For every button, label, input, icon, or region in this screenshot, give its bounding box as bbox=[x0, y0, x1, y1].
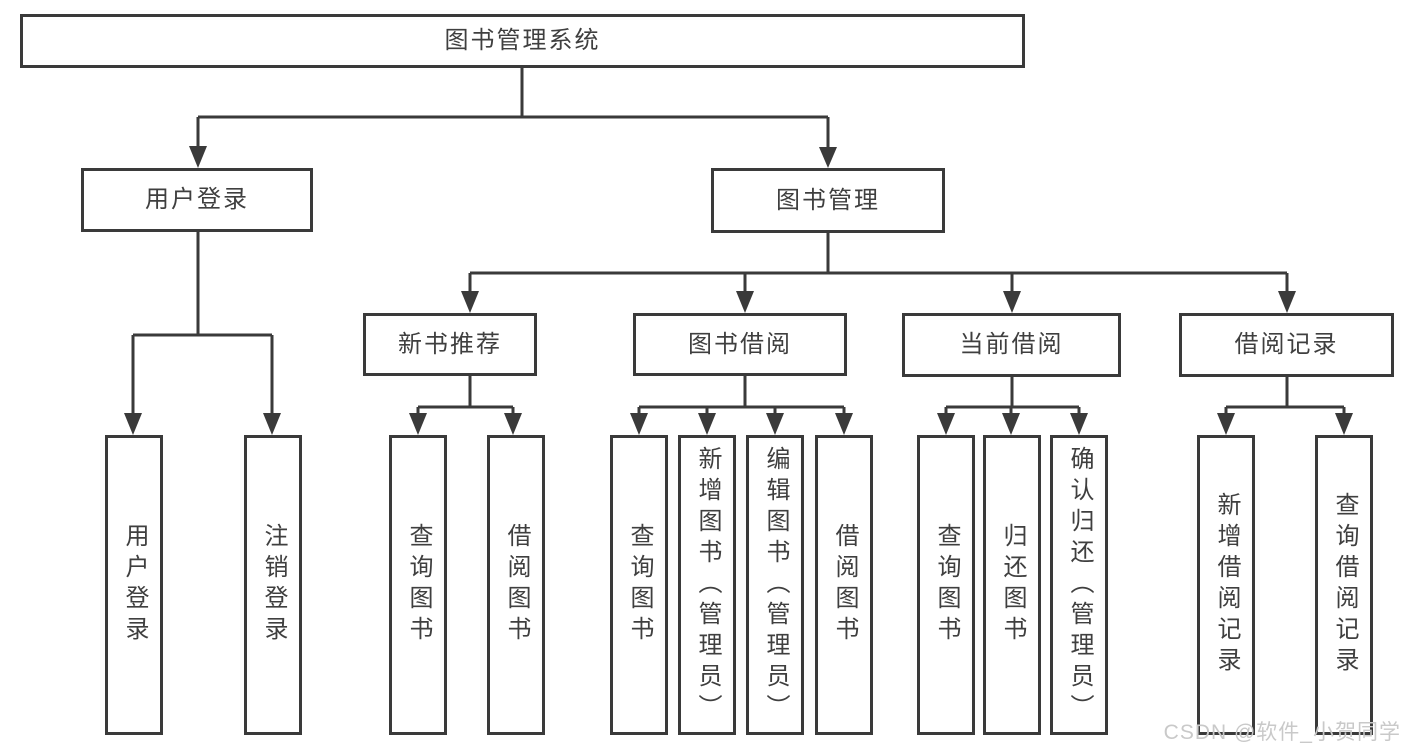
node-label: 图书管理 bbox=[776, 186, 880, 214]
leaf-query-books-current: 查询图书 bbox=[917, 435, 975, 735]
leaf-edit-book-admin: 编辑图书（管理员） bbox=[746, 435, 804, 735]
arrowheads bbox=[124, 146, 1353, 435]
leaf-query-books-borrowing: 查询图书 bbox=[610, 435, 668, 735]
node-label: 借阅记录 bbox=[1234, 331, 1339, 358]
node-label: 当前借阅 bbox=[959, 331, 1064, 358]
leaf-query-books-recommend: 查询图书 bbox=[389, 435, 447, 735]
node-label: 新增图书（管理员） bbox=[694, 445, 721, 725]
node-label: 借阅图书 bbox=[831, 523, 858, 647]
node-book-borrowing: 图书借阅 bbox=[633, 313, 847, 376]
node-label: 注销登录 bbox=[260, 523, 287, 647]
node-library-system: 图书管理系统 bbox=[20, 14, 1025, 68]
leaf-add-book-admin: 新增图书（管理员） bbox=[678, 435, 736, 735]
node-label: 查询图书 bbox=[626, 523, 653, 647]
leaf-logout-login: 注销登录 bbox=[244, 435, 302, 735]
node-label: 归还图书 bbox=[999, 523, 1026, 647]
leaf-add-borrow-record: 新增借阅记录 bbox=[1197, 435, 1255, 735]
node-new-book-recommendation: 新书推荐 bbox=[363, 313, 537, 376]
node-book-management: 图书管理 bbox=[711, 168, 945, 233]
node-label: 图书管理系统 bbox=[444, 27, 601, 54]
node-label: 图书借阅 bbox=[688, 330, 792, 358]
csdn-watermark: CSDN @软件_小贺同学 bbox=[1163, 721, 1401, 744]
leaf-confirm-return-admin: 确认归还（管理员） bbox=[1050, 435, 1108, 735]
node-borrowing-records: 借阅记录 bbox=[1179, 313, 1394, 377]
leaf-query-borrow-record: 查询借阅记录 bbox=[1315, 435, 1373, 735]
node-label: 新书推荐 bbox=[398, 330, 502, 358]
node-label: 用户登录 bbox=[121, 523, 148, 647]
node-label: 新增借阅记录 bbox=[1213, 492, 1240, 678]
node-label: 借阅图书 bbox=[503, 523, 530, 647]
leaf-borrow-books-recommend: 借阅图书 bbox=[487, 435, 545, 735]
node-label: 查询借阅记录 bbox=[1331, 492, 1358, 678]
leaf-borrow-books: 借阅图书 bbox=[815, 435, 873, 735]
node-label: 查询图书 bbox=[405, 523, 432, 647]
leaf-user-login: 用户登录 bbox=[105, 435, 163, 735]
node-label: 确认归还（管理员） bbox=[1066, 445, 1093, 725]
node-current-borrowing: 当前借阅 bbox=[902, 313, 1121, 377]
node-label: 用户登录 bbox=[145, 186, 249, 213]
node-user-login: 用户登录 bbox=[81, 168, 313, 232]
leaf-return-books: 归还图书 bbox=[983, 435, 1041, 735]
node-label: 查询图书 bbox=[933, 523, 960, 647]
node-label: 编辑图书（管理员） bbox=[762, 445, 789, 725]
